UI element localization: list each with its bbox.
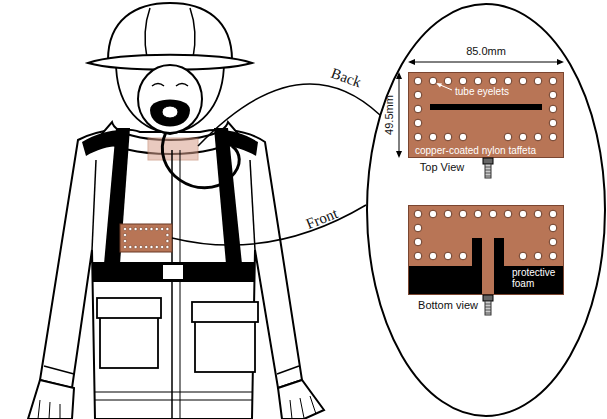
glove-finger xyxy=(290,396,316,419)
dimension-label: 85.0mm xyxy=(466,45,506,57)
tube-eyelet xyxy=(123,233,126,236)
view-side-label: Front xyxy=(304,205,341,233)
eye-line xyxy=(152,84,188,87)
connector-thread xyxy=(485,301,491,315)
helmet-ridge xyxy=(145,8,195,58)
leader-curve xyxy=(198,84,380,146)
tube-eyelet xyxy=(161,227,164,230)
view-caption: Top View xyxy=(420,161,464,173)
face-shield xyxy=(116,62,224,134)
tube-eyelet xyxy=(161,245,164,248)
reflective-band xyxy=(95,392,252,400)
thread-lines xyxy=(485,167,491,176)
patch-eyelets xyxy=(123,227,169,248)
front-antenna-patch xyxy=(120,224,172,252)
belt-buckle xyxy=(162,264,184,280)
pocket-flap xyxy=(192,302,258,322)
dimension-arrowhead xyxy=(396,72,402,158)
dimension-line xyxy=(410,62,562,63)
coat-body xyxy=(40,130,302,419)
air-hose xyxy=(162,132,239,188)
thread-lines xyxy=(485,304,491,313)
connector-thread xyxy=(485,164,491,178)
tube-eyelet xyxy=(155,227,158,230)
shoulder-pad xyxy=(82,130,122,156)
glove-finger xyxy=(38,400,60,419)
tube-eyelet xyxy=(123,227,126,230)
part-label: protective foam xyxy=(512,267,564,289)
tube-eyelet xyxy=(129,245,132,248)
tube-eyelet xyxy=(123,245,126,248)
belt xyxy=(92,262,255,282)
face-mask xyxy=(138,65,202,133)
tube-eyelet xyxy=(134,227,137,230)
sleeve-cuff xyxy=(277,366,299,374)
dimension-line xyxy=(399,74,400,156)
tube-eyelet xyxy=(150,245,153,248)
back-antenna-patch xyxy=(148,138,198,160)
tube-eyelet xyxy=(129,227,132,230)
tube-eyelet xyxy=(145,227,148,230)
connector-body xyxy=(483,158,493,164)
tube-eyelet xyxy=(166,239,169,242)
sleeve-cuff xyxy=(44,366,74,374)
mask-regulator xyxy=(150,100,190,127)
regulator-port xyxy=(162,106,178,118)
tube-eyelet xyxy=(166,245,169,248)
pocket-flap xyxy=(97,298,161,318)
coat-zipper xyxy=(171,150,173,419)
callout-oval xyxy=(367,4,605,416)
antenna-patch: protective foam xyxy=(408,205,564,295)
leader-curve xyxy=(172,205,366,245)
tube-eyelet xyxy=(166,227,169,230)
tube-eyelet xyxy=(139,227,142,230)
armhole-seam xyxy=(250,160,255,250)
part-label: copper-coated nylon taffeta xyxy=(415,145,563,156)
tube-eyelet xyxy=(155,245,158,248)
dimension-arrowhead xyxy=(408,59,564,65)
connector-body xyxy=(483,295,493,301)
tube-eyelet xyxy=(150,227,153,230)
coat-flap xyxy=(180,150,181,419)
dimension-label: 49.5mm xyxy=(383,95,395,135)
tube-eyelet xyxy=(123,239,126,242)
helmet-dome xyxy=(108,3,232,60)
antenna-patch: tube eyelets copper-coated nylon taffeta xyxy=(408,72,564,158)
glove xyxy=(278,380,324,419)
part-label: tube eyelets xyxy=(455,86,535,97)
armhole-seam xyxy=(92,160,96,250)
tube-eyelet xyxy=(145,245,148,248)
tube-eyelet xyxy=(166,233,169,236)
glove xyxy=(28,380,74,419)
harness-strap xyxy=(214,128,242,264)
view-caption: Bottom view xyxy=(418,299,478,311)
tube-eyelet xyxy=(134,245,137,248)
tube-eyelet xyxy=(139,245,142,248)
